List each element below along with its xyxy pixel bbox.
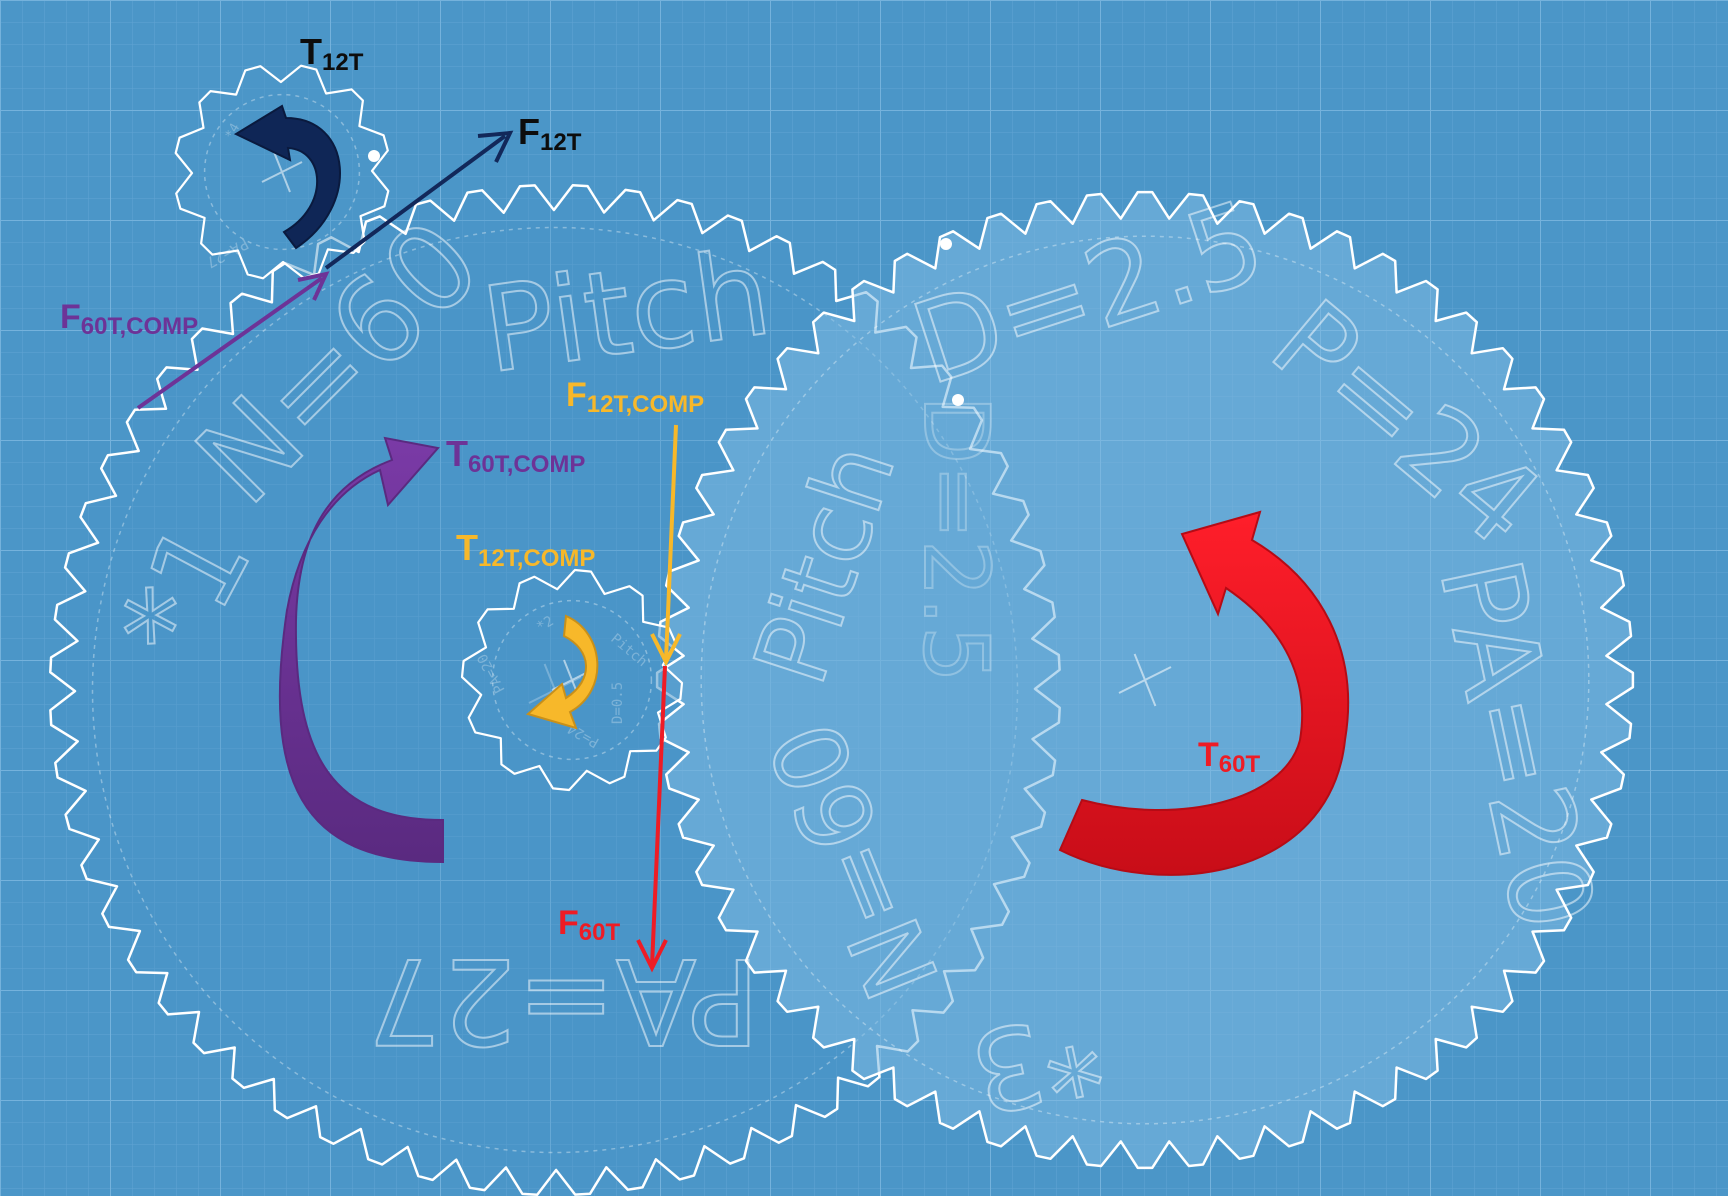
label-t60t: T60T (1198, 736, 1260, 778)
center-cross-icon (1118, 653, 1172, 707)
gear-mark-dot (940, 238, 952, 250)
large-right-gear (655, 190, 1635, 1170)
label-f60t-comp: F60T,COMP (60, 298, 198, 340)
gear-mark-dot (368, 150, 380, 162)
torque-arrow-t12t-comp (525, 614, 599, 730)
engraving-text: *2 (534, 613, 557, 635)
center-cross-icon (261, 151, 303, 193)
pitch-circle (491, 599, 653, 761)
engraving-text: PA=27 (367, 932, 760, 1070)
engraving-text: *4 (222, 121, 243, 142)
label-f12t-comp: F12T,COMP (566, 376, 704, 418)
torque-arrow-t60t (1058, 510, 1350, 876)
pitch-circle (203, 93, 361, 251)
label-t12t-comp: T12T,COMP (456, 527, 595, 572)
engraving-text: D=0.5 (610, 682, 626, 724)
label-t60t-comp: T60T,COMP (446, 433, 585, 478)
force-arrow-f60t-comp (136, 271, 330, 410)
small-middle-gear (460, 568, 684, 792)
torque-arrow-t60t-comp (278, 436, 444, 864)
pitch-circle (700, 235, 1590, 1125)
force-arrow-f60t (636, 665, 668, 973)
label-t12t: T12T (300, 31, 364, 76)
engraving-text: D=2.5 (903, 395, 1008, 683)
gear-mark-dot (952, 394, 964, 406)
label-f60t: F60T (558, 904, 620, 946)
label-f12t: F12T (518, 111, 582, 156)
force-arrow-f12t-comp (650, 424, 682, 667)
engraving-text: *3 (960, 984, 1112, 1138)
torque-arrow-t12t (233, 104, 341, 250)
small-top-gear (174, 64, 390, 280)
force-arrow-f12t (324, 130, 514, 270)
